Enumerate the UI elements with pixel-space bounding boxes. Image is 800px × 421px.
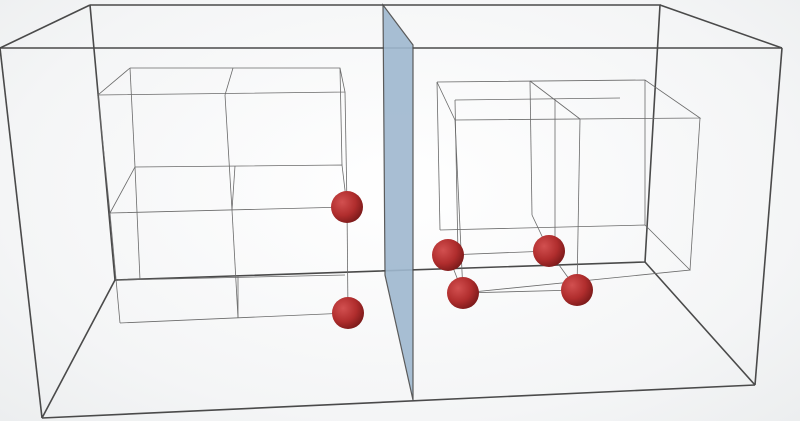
sphere [561,274,593,306]
sphere [331,191,363,223]
spheres [331,191,593,329]
sphere [447,277,479,309]
sphere [332,297,364,329]
sphere [533,235,565,267]
divider-panel [382,3,414,401]
right-inner-grid [436,79,702,294]
sphere [432,239,464,271]
left-inner-grid [96,67,349,324]
